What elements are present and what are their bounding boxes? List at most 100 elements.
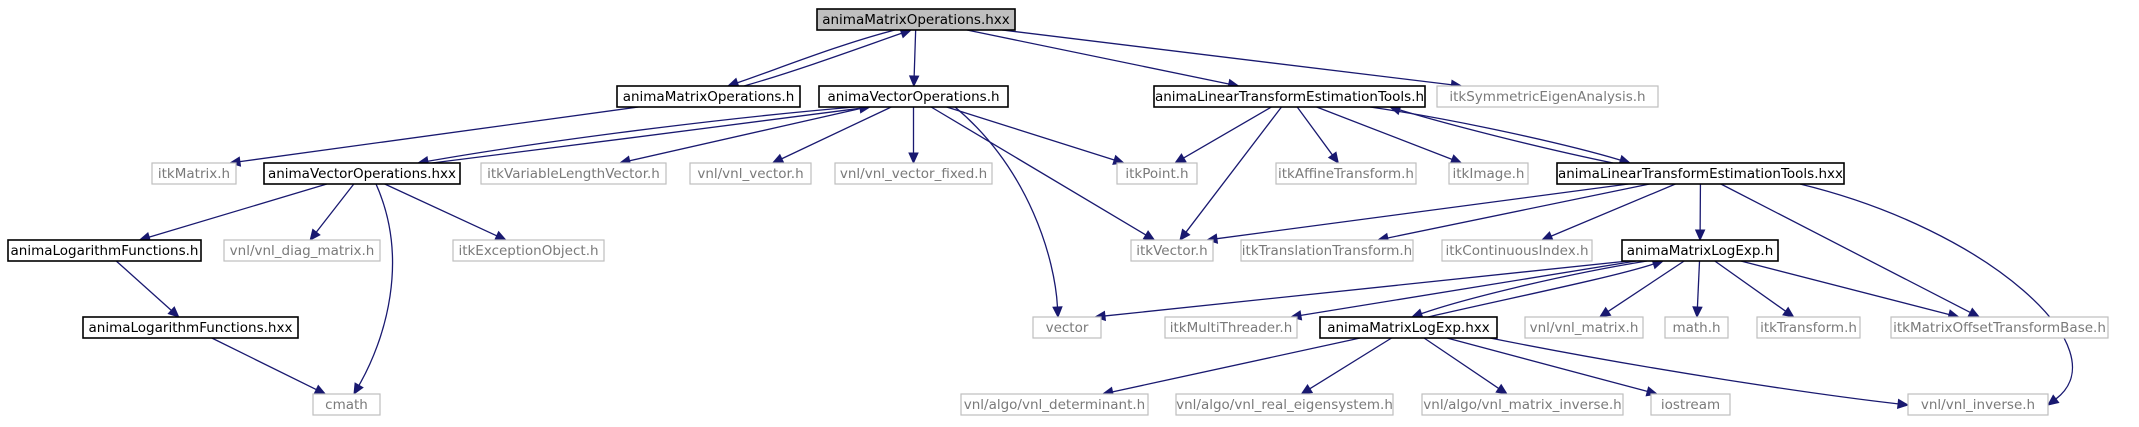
edge-lt_h-to-itkVector <box>1185 106 1283 233</box>
edge-log_h-to-log_hxx <box>115 260 172 311</box>
node-label: cmath <box>325 397 368 413</box>
arrowhead-lt_h-to-itkImage <box>1449 154 1463 165</box>
node-vnl_matrix: vnl/vnl_matrix.h <box>1524 316 1644 339</box>
node-log_hxx[interactable]: animaLogarithmFunctions.hxx <box>82 316 299 339</box>
edge-lt_hxx-to-inv <box>1799 183 2074 400</box>
node-box <box>689 162 812 185</box>
edge-lt_hxx-to-trans <box>1387 183 1650 239</box>
node-eig: vnl/algo/vnl_real_eigensystem.h <box>1175 393 1394 416</box>
node-root[interactable]: animaMatrixOperations.hxx <box>816 8 1016 31</box>
edge-le_h-to-itkTransform <box>1714 260 1786 312</box>
node-math: math.h <box>1664 316 1729 339</box>
edge-vo_hxx-to-exc <box>384 183 497 237</box>
node-label: itkVector.h <box>1136 243 1208 259</box>
node-mob: itkMatrixOffsetTransformBase.h <box>1890 316 2109 339</box>
edge-le_h-to-vector <box>1104 260 1629 317</box>
node-box <box>616 85 801 108</box>
node-itkPoint: itkPoint.h <box>1116 162 1198 185</box>
edge-le_h-to-vnl_matrix <box>1607 260 1685 313</box>
edge-root-to-sym <box>1002 29 1452 86</box>
node-box <box>1275 162 1417 185</box>
edge-lt_hxx-to-contidx <box>1550 183 1676 237</box>
node-label: itkTransform.h <box>1760 320 1857 336</box>
node-box <box>816 8 1016 31</box>
edge-le_h-to-math <box>1696 260 1701 308</box>
node-box <box>1240 239 1414 262</box>
node-itkTransform: itkTransform.h <box>1756 316 1861 339</box>
edge-lt_hxx-to-lt_h <box>1399 109 1614 164</box>
node-box <box>1664 316 1729 339</box>
node-le_h[interactable]: animaMatrixLogExp.h <box>1621 239 1779 262</box>
node-trans: itkTranslationTransform.h <box>1240 239 1414 262</box>
arrowhead-lt_h-to-itkVector <box>1179 228 1191 241</box>
node-box <box>452 239 605 262</box>
arrowhead-log_hxx-to-cmath <box>313 384 327 395</box>
node-label: math.h <box>1672 320 1720 336</box>
arrowhead-vo_h-to-vnl_vector <box>771 153 785 164</box>
node-inv: vnl/vnl_inverse.h <box>1907 393 2049 416</box>
node-box <box>1890 316 2109 339</box>
arrowhead-vo_h-to-vector <box>1052 306 1063 319</box>
node-box <box>263 162 461 185</box>
node-label: vnl/vnl_inverse.h <box>1921 397 2035 413</box>
node-log_h[interactable]: animaLogarithmFunctions.h <box>7 239 202 262</box>
node-label: animaMatrixOperations.hxx <box>822 12 1010 28</box>
node-box <box>1448 162 1529 185</box>
edge-le_hxx-to-minv <box>1423 337 1500 389</box>
node-mo_h[interactable]: animaMatrixOperations.h <box>616 85 801 108</box>
node-vo_hxx[interactable]: animaVectorOperations.hxx <box>263 162 461 185</box>
node-label: vnl/algo/vnl_matrix_inverse.h <box>1423 397 1621 413</box>
edge-le_h-to-mt <box>1300 260 1637 317</box>
edge-mo_h-to-itkMatrix <box>239 106 639 163</box>
node-label: itkSymmetricEigenAnalysis.h <box>1449 89 1645 105</box>
node-label: itkExceptionObject.h <box>458 243 598 259</box>
node-lt_h[interactable]: animaLinearTransformEstimationTools.h <box>1153 85 1426 108</box>
node-affine: itkAffineTransform.h <box>1275 162 1417 185</box>
node-label: itkVariableLengthVector.h <box>487 166 660 182</box>
arrowhead-root-to-vo_h <box>908 75 920 88</box>
node-box <box>1436 85 1659 108</box>
node-box <box>1556 162 1845 185</box>
node-label: vnl/vnl_matrix.h <box>1530 320 1639 336</box>
node-label: animaLinearTransformEstimationTools.hxx <box>1558 166 1843 182</box>
edge-root-to-vo_h <box>913 29 917 77</box>
node-itkMatrix: itkMatrix.h <box>151 162 237 185</box>
arrowhead-le_hxx-to-minv <box>1495 383 1508 395</box>
edge-le_hxx-to-det <box>1112 337 1361 393</box>
arrowhead-le_h-to-math <box>1692 306 1703 319</box>
node-label: itkAffineTransform.h <box>1278 166 1414 182</box>
arrowhead-vo_hxx-to-cmath <box>353 382 364 396</box>
edge-le_h-to-le_hxx <box>1421 260 1648 315</box>
node-label: vnl/vnl_vector.h <box>697 166 803 182</box>
node-box <box>1032 316 1102 339</box>
node-box <box>1907 393 2049 416</box>
node-minv: vnl/algo/vnl_matrix_inverse.h <box>1421 393 1624 416</box>
node-itkVector: itkVector.h <box>1130 239 1214 262</box>
edge-vo_h-to-vo_hxx <box>427 106 856 162</box>
node-iostream: iostream <box>1650 393 1731 416</box>
node-label: vnl/vnl_vector_fixed.h <box>840 166 987 182</box>
edge-vo_hxx-to-diag <box>315 183 355 233</box>
node-label: animaMatrixLogExp.hxx <box>1327 320 1490 336</box>
node-box <box>480 162 667 185</box>
node-vnl_vector: vnl/vnl_vector.h <box>689 162 812 185</box>
node-box <box>1164 316 1298 339</box>
node-box <box>82 316 299 339</box>
node-label: itkMultiThreader.h <box>1170 320 1293 336</box>
edge-vo_h-to-vlv <box>629 106 868 162</box>
node-le_hxx[interactable]: animaMatrixLogExp.hxx <box>1319 316 1498 339</box>
node-box <box>1130 239 1214 262</box>
arrowhead-le_h-to-vnl_matrix <box>1598 306 1612 318</box>
arrowhead-lt_h-to-affine <box>1327 151 1340 164</box>
node-lt_hxx[interactable]: animaLinearTransformEstimationTools.hxx <box>1556 162 1845 185</box>
node-label: itkContinuousIndex.h <box>1445 243 1588 259</box>
node-label: itkPoint.h <box>1125 166 1188 182</box>
node-label: animaMatrixLogExp.h <box>1627 243 1774 259</box>
node-vnl_vector_fixed: vnl/vnl_vector_fixed.h <box>834 162 993 185</box>
node-box <box>834 162 993 185</box>
node-box <box>1621 239 1779 262</box>
node-contidx: itkContinuousIndex.h <box>1441 239 1593 262</box>
node-cmath: cmath <box>312 393 381 416</box>
node-vo_h[interactable]: animaVectorOperations.h <box>818 85 1009 108</box>
arrowhead-lt_h-to-itkPoint <box>1174 153 1187 164</box>
